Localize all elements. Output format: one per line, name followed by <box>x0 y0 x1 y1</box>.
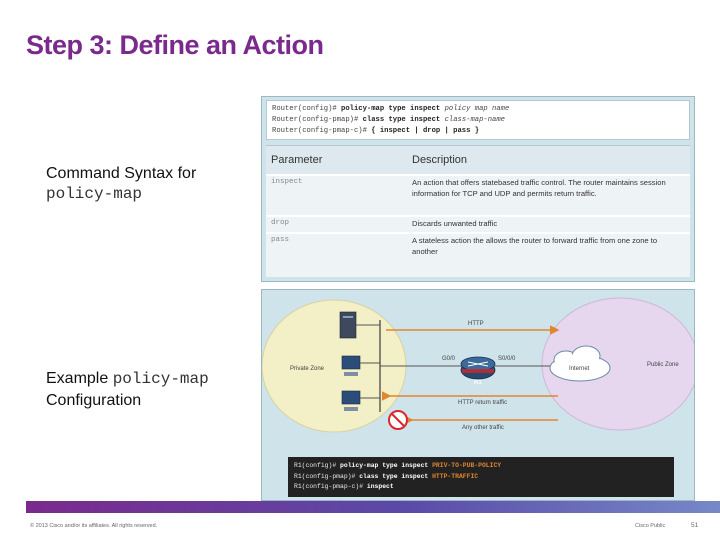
example-label: Example policy-map Configuration <box>46 368 209 411</box>
any-other-label: Any other traffic <box>462 425 504 431</box>
syntax-options: { inspect | drop | pass } <box>371 127 479 135</box>
pc-icon <box>342 356 360 376</box>
diagram-panel: Private Zone Public Zone R1 G0/0 <box>261 289 695 501</box>
public-zone-label: Public Zone <box>647 362 679 368</box>
copyright-text: © 2013 Cisco and/or its affiliates. All … <box>30 523 157 529</box>
cli-line-1: R1(config)# policy-map type inspect PRIV… <box>294 461 668 472</box>
syntax-prompt: Router(config-pmap-c)# <box>272 127 367 135</box>
syntax-label-code: policy-map <box>46 184 196 205</box>
param-description: Discards unwanted traffic <box>412 217 690 232</box>
param-description: A stateless action the allows the router… <box>412 234 690 261</box>
pc-icon <box>342 391 360 411</box>
cli-example-box: R1(config)# policy-map type inspect PRIV… <box>288 457 674 497</box>
cli-prompt: R1(config-pmap-c)# <box>294 483 363 490</box>
param-name: inspect <box>266 176 412 215</box>
header-parameter: Parameter <box>266 154 412 166</box>
cli-prompt: R1(config-pmap)# <box>294 473 355 480</box>
classification-text: Cisco Public <box>635 523 665 529</box>
footer-bar <box>26 501 720 513</box>
http-label: HTTP <box>468 321 484 327</box>
syntax-prompt: Router(config)# <box>272 105 337 113</box>
example-label-text: Example <box>46 370 108 387</box>
cli-prompt: R1(config)# <box>294 462 336 469</box>
cli-command: class type inspect <box>359 473 428 480</box>
example-label-code: policy-map <box>113 370 209 388</box>
syntax-line-3: Router(config-pmap-c)# { inspect | drop … <box>272 126 684 137</box>
syntax-line-2: Router(config-pmap)# class type inspect … <box>272 115 684 126</box>
syntax-label: Command Syntax for policy-map <box>46 163 196 205</box>
syntax-panel: Router(config)# policy-map type inspect … <box>261 96 695 282</box>
syntax-command: policy-map type inspect <box>341 105 440 113</box>
table-row: drop Discards unwanted traffic <box>266 217 690 234</box>
syntax-argument: class-map-name <box>445 116 505 124</box>
cli-line-2: R1(config-pmap)# class type inspect HTTP… <box>294 472 668 483</box>
slide-title: Step 3: Define an Action <box>26 30 324 61</box>
syntax-prompt: Router(config-pmap)# <box>272 116 358 124</box>
cli-command: inspect <box>367 483 394 490</box>
syntax-code-box: Router(config)# policy-map type inspect … <box>266 100 690 140</box>
example-label-text-2: Configuration <box>46 390 209 411</box>
internet-label: Internet <box>569 366 590 372</box>
router-label: R1 <box>474 380 482 386</box>
cli-line-3: R1(config-pmap-c)# inspect <box>294 482 668 493</box>
param-description: An action that offers statebased traffic… <box>412 176 690 215</box>
table-header: Parameter Description <box>266 146 690 176</box>
syntax-argument: policy map name <box>445 105 510 113</box>
router-icon <box>461 357 495 379</box>
header-description: Description <box>412 154 690 166</box>
interface-s000: S0/0/0 <box>498 356 516 362</box>
param-name: pass <box>266 234 412 261</box>
cli-argument: HTTP-TRAFFIC <box>432 473 478 480</box>
param-name: drop <box>266 217 412 232</box>
server-icon <box>340 312 356 338</box>
syntax-line-1: Router(config)# policy-map type inspect … <box>272 104 684 115</box>
table-row: pass A stateless action the allows the r… <box>266 234 690 261</box>
parameter-table: Parameter Description inspect An action … <box>266 145 690 277</box>
cli-argument: PRIV-TO-PUB-POLICY <box>432 462 501 469</box>
drop-icon <box>389 411 407 429</box>
cli-command: policy-map type inspect <box>340 462 428 469</box>
table-row: inspect An action that offers statebased… <box>266 176 690 217</box>
private-zone-label: Private Zone <box>290 366 325 372</box>
interface-g00: G0/0 <box>442 356 456 362</box>
syntax-command: class type inspect <box>363 116 441 124</box>
syntax-label-text: Command Syntax for <box>46 163 196 184</box>
http-return-label: HTTP return traffic <box>458 400 507 406</box>
page-number: 51 <box>691 522 698 529</box>
